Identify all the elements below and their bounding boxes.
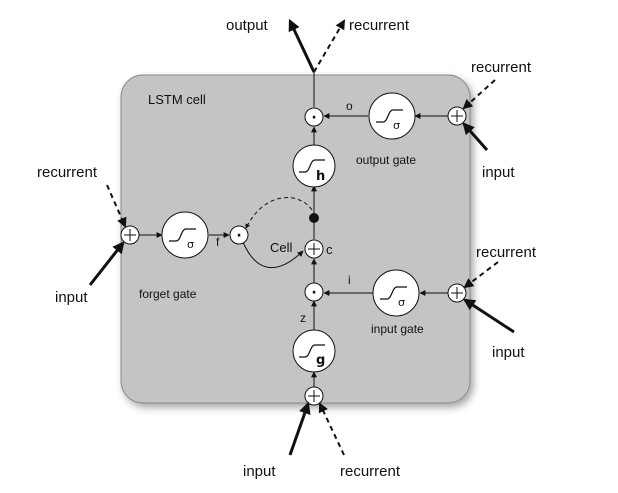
output-product-node: [304, 107, 324, 127]
input-product-symbol: ·: [311, 285, 316, 301]
bottom-input-label: input: [243, 463, 276, 480]
h-node: [292, 144, 336, 188]
output-product-symbol: ·: [311, 110, 316, 126]
forget-product-to-sum-curve: [242, 241, 304, 269]
output-gate-sigmoid-icon: [376, 109, 403, 123]
forget-gate-recurrent-arrow: [106, 184, 127, 228]
block-input-recurrent-arrow: [318, 402, 345, 456]
left-input-label: input: [55, 289, 88, 306]
block-input-g-node: [292, 329, 336, 373]
forget-product-symbol: ·: [236, 228, 241, 244]
input-gate-input-arrow: [462, 298, 515, 334]
input-gate-label: input gate: [371, 322, 424, 336]
cell-recurrence-dashed-curve: [245, 197, 313, 229]
right-top-input-label: input: [482, 164, 515, 181]
right-mid-input-label: input: [492, 344, 525, 361]
forget-gate-sigmoid-icon: [169, 228, 196, 242]
cell-state-label: Cell: [270, 240, 293, 255]
h-symbol: h: [316, 169, 325, 184]
output-gate-label: output gate: [356, 153, 416, 167]
g-sigmoid-icon: [299, 344, 325, 358]
input-gate-recurrent-arrow: [463, 261, 499, 289]
input-gate-symbol: σ: [398, 296, 405, 309]
top-output-label: output: [226, 17, 269, 34]
forget-product-node: [229, 225, 249, 245]
g-symbol: g: [316, 353, 325, 368]
output-gate-input-arrow: [462, 122, 489, 151]
output-gate-symbol: σ: [393, 119, 400, 132]
input-gate-sigmoid-icon: [380, 286, 407, 300]
bottom-recurrent-label: recurrent: [340, 463, 401, 480]
right-top-recurrent-label: recurrent: [471, 59, 532, 76]
forget-gate-input-arrow: [88, 241, 125, 286]
h-sigmoid-icon: [299, 159, 325, 173]
lstm-cell-box: [120, 74, 471, 404]
output-arrow: [288, 18, 316, 73]
top-recurrent-label: recurrent: [349, 17, 410, 34]
recurrent-out-arrow: [313, 19, 346, 73]
output-gate-recurrent-arrow: [462, 79, 496, 110]
input-gate-sigma-node: [372, 269, 420, 317]
forget-gate-symbol: σ: [187, 238, 194, 251]
signal-c-label: c: [326, 242, 333, 257]
left-recurrent-label: recurrent: [37, 164, 98, 181]
block-input-input-arrow: [288, 401, 311, 456]
signal-o-label: o: [346, 99, 353, 113]
cell-title: LSTM cell: [148, 92, 206, 107]
right-mid-recurrent-label: recurrent: [476, 244, 537, 261]
cell-state-junction: [309, 213, 319, 223]
signal-i-label: i: [348, 273, 351, 287]
signal-z-label: z: [300, 311, 306, 325]
output-gate-sigma-node: [368, 92, 416, 140]
signal-f-label: f: [216, 235, 220, 249]
forget-gate-sigma-node: [161, 211, 209, 259]
input-product-node: [304, 282, 324, 302]
forget-gate-label: forget gate: [139, 287, 197, 301]
